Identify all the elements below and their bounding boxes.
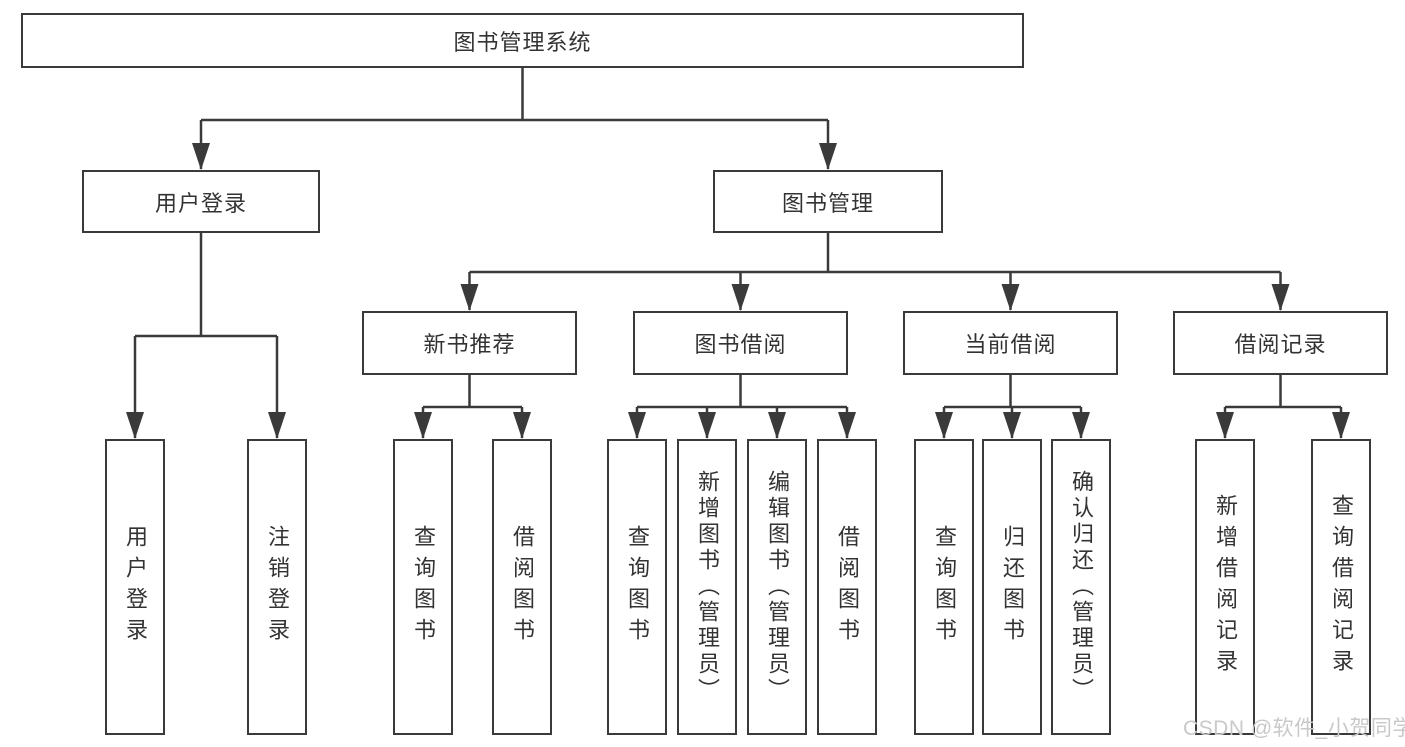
leaf-logout: 注销登录	[247, 439, 307, 735]
node-label: 新增图书（管理员）	[695, 470, 720, 704]
node-label: 查询借阅记录	[1329, 494, 1354, 680]
node-label: 编辑图书（管理员）	[765, 470, 790, 704]
node-label: 查询图书	[625, 525, 650, 649]
node-user-login: 用户登录	[82, 170, 320, 233]
node-book-borrowing: 图书借阅	[633, 311, 848, 375]
node-label: 归还图书	[1000, 525, 1025, 649]
node-label: 当前借阅	[964, 332, 1057, 357]
node-label: 新书推荐	[423, 332, 516, 357]
node-label: 图书管理系统	[453, 29, 592, 55]
node-label: 用户登录	[154, 190, 247, 216]
leaf-add-book-admin: 新增图书（管理员）	[677, 439, 737, 735]
node-label: 查询图书	[411, 525, 436, 649]
node-book-management: 图书管理	[713, 170, 943, 233]
node-library-management-system: 图书管理系统	[21, 13, 1024, 68]
leaf-add-borrow-record: 新增借阅记录	[1195, 439, 1255, 735]
node-label: 图书管理	[781, 190, 874, 216]
node-label: 用户登录	[123, 525, 148, 649]
node-new-book-recommend: 新书推荐	[362, 311, 577, 375]
leaf-confirm-return-admin: 确认归还（管理员）	[1051, 439, 1111, 735]
node-current-borrowing: 当前借阅	[903, 311, 1118, 375]
node-label: 新增借阅记录	[1213, 494, 1238, 680]
node-label: 查询图书	[932, 525, 957, 649]
node-label: 借阅记录	[1234, 332, 1327, 357]
leaf-query-books-current: 查询图书	[914, 439, 974, 735]
node-label: 借阅图书	[510, 525, 535, 649]
node-label: 图书借阅	[694, 332, 787, 357]
leaf-query-books-borrowing: 查询图书	[607, 439, 667, 735]
leaf-query-borrow-record: 查询借阅记录	[1311, 439, 1371, 735]
leaf-borrow-books-borrowing: 借阅图书	[817, 439, 877, 735]
csdn-watermark: CSDN @软件_小贺同学	[1183, 717, 1405, 740]
node-label: 借阅图书	[835, 525, 860, 649]
leaf-user-login: 用户登录	[105, 439, 165, 735]
leaf-query-books-recommend: 查询图书	[393, 439, 453, 735]
node-label: 确认归还（管理员）	[1069, 470, 1094, 704]
leaf-edit-book-admin: 编辑图书（管理员）	[747, 439, 807, 735]
leaf-return-book: 归还图书	[982, 439, 1042, 735]
node-borrowing-records: 借阅记录	[1173, 311, 1388, 375]
node-label: 注销登录	[265, 525, 290, 649]
leaf-borrow-books-recommend: 借阅图书	[492, 439, 552, 735]
connector-rails	[135, 66, 1341, 409]
